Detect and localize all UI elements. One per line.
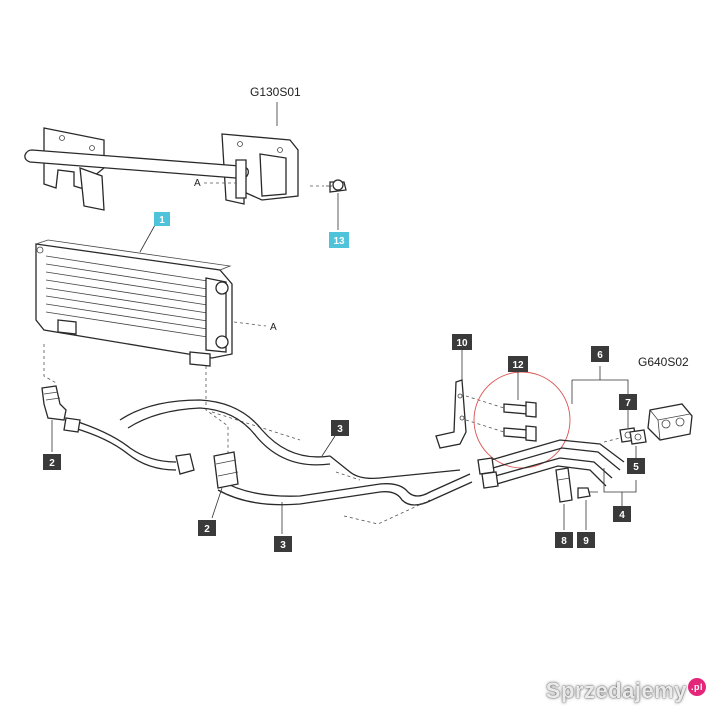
pipe-set-6 (477, 439, 625, 489)
bolt-9 (577, 487, 598, 499)
callout-5[interactable]: 5 (627, 458, 645, 474)
clip-8 (555, 467, 573, 503)
callout-3-upper[interactable]: 3 (331, 420, 349, 436)
callout-4[interactable]: 4 (613, 506, 631, 522)
svg-text:10: 10 (456, 338, 468, 349)
valve-block (647, 403, 693, 441)
oil-cooler (35, 239, 233, 367)
ref-g640s02: G640S02 (638, 355, 689, 369)
callout-12[interactable]: 12 (508, 356, 528, 372)
watermark-logo: Sprzedajemy.pl (546, 678, 706, 704)
callout-6[interactable]: 6 (591, 346, 609, 362)
watermark-text: Sprzedajemy (545, 678, 687, 703)
bolts-12 (503, 401, 537, 442)
svg-text:1: 1 (159, 215, 165, 226)
callout-1[interactable]: 1 (154, 212, 170, 226)
callout-13[interactable]: 13 (329, 232, 349, 248)
svg-text:9: 9 (583, 536, 589, 547)
svg-text:3: 3 (337, 424, 343, 435)
svg-text:2: 2 (204, 524, 210, 535)
svg-text:7: 7 (625, 398, 631, 409)
bracket-10 (435, 379, 467, 449)
svg-text:5: 5 (633, 462, 639, 473)
svg-text:3: 3 (280, 540, 286, 551)
callout-10[interactable]: 10 (452, 334, 472, 350)
callout-2-mid[interactable]: 2 (198, 520, 216, 536)
watermark-suffix: .pl (688, 678, 706, 696)
hose-assembly (63, 399, 473, 506)
bolt-13 (310, 179, 347, 193)
callout-2-left[interactable]: 2 (43, 454, 61, 470)
svg-text:4: 4 (619, 510, 625, 521)
svg-text:6: 6 (597, 350, 603, 361)
bracket-assembly (24, 127, 299, 211)
ref-g130s01: G130S01 (250, 85, 301, 99)
fittings-5-7 (603, 427, 647, 445)
elbow-fitting-left (41, 385, 67, 421)
svg-text:13: 13 (333, 236, 345, 247)
svg-text:2: 2 (49, 458, 55, 469)
callout-9[interactable]: 9 (577, 532, 595, 548)
callout-8[interactable]: 8 (555, 532, 573, 548)
callout-3-lower[interactable]: 3 (274, 536, 292, 552)
svg-text:8: 8 (561, 536, 567, 547)
letter-a-cooler: A (270, 322, 277, 333)
letter-a-top: A (194, 178, 201, 189)
callout-7[interactable]: 7 (619, 394, 637, 410)
svg-text:12: 12 (512, 360, 524, 371)
highlight-circle (473, 371, 571, 469)
